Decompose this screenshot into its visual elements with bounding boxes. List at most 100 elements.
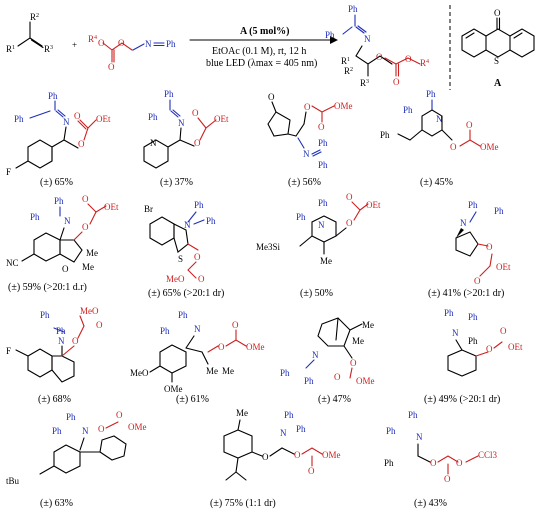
product-3: O O O OMe N Ph Ph (±) 56% — [267, 92, 353, 188]
ph-label: Ph — [148, 112, 158, 122]
r4-label: R4 — [88, 34, 97, 44]
r2-label: R2 — [344, 66, 353, 76]
plus-sign: + — [72, 40, 77, 50]
ester-o: O — [78, 139, 85, 149]
ph-label: Ph — [40, 310, 50, 320]
yield-label: (±) 50% — [300, 288, 333, 299]
fluoro-f: F — [6, 167, 11, 177]
carbonyl-o: O — [474, 276, 481, 286]
yield-label: (±) 43% — [414, 498, 447, 509]
ethoxy-label: OEt — [104, 202, 119, 212]
ester-o: O — [350, 358, 357, 368]
ester-o: O — [486, 242, 493, 252]
carbonyl-o: O — [444, 474, 451, 484]
r1-label: R1 — [341, 56, 350, 66]
r3-label: R3 — [44, 44, 53, 54]
imine-n: N — [184, 220, 191, 230]
product-6: Br Ph N Ph S O O MeO (±) 65% (>20:1 dr) — [144, 200, 224, 299]
carbonyl-o: O — [82, 194, 89, 204]
ring-o: O — [62, 264, 69, 274]
bridge-o: O — [118, 38, 125, 48]
carbonyl-o: O — [500, 326, 507, 336]
carbonyl-o: O — [494, 8, 501, 18]
substrate-alkene: R1 R2 R3 — [6, 12, 53, 54]
ester-o: O — [346, 218, 353, 228]
ether-o: O — [456, 458, 463, 468]
ph-label: Ph — [304, 376, 314, 386]
carbonyl-o: O — [192, 108, 199, 118]
ph-label: Ph — [178, 310, 188, 320]
imine-n: N — [312, 350, 319, 360]
methoxy-label: OMe — [128, 422, 147, 432]
ring-n: N — [436, 114, 443, 124]
methoxy-prefix: MeO — [166, 274, 185, 284]
yield-label: (±) 45% — [420, 177, 453, 188]
conditions-light: blue LED (λmax = 405 nm) — [206, 58, 317, 69]
imine-n: N — [82, 426, 89, 436]
ph-label: Ph — [318, 160, 328, 170]
ph-label: Ph — [408, 410, 418, 420]
carbonyl-o: O — [96, 320, 103, 330]
ph-label: Ph — [426, 89, 436, 99]
ph-label: Ph — [403, 105, 413, 115]
ph-label: Ph — [444, 308, 454, 318]
lactam-o: O — [268, 92, 275, 102]
tert-butyl-label: tBu — [6, 476, 20, 486]
ester-o: O — [218, 342, 225, 352]
catalyst-thioxanthone: O S A — [461, 8, 535, 89]
product-5: Ph Ph N NC O Me Me O O OEt (±) 59% (>20:… — [6, 194, 119, 293]
ph-label: Ph — [325, 30, 335, 40]
methyl-label: Me — [86, 248, 98, 258]
ph-label: Ph — [494, 206, 504, 216]
ester-o: O — [82, 222, 89, 232]
carbonyl-o: O — [393, 77, 400, 87]
sulfur-s: S — [494, 56, 499, 66]
ph-label: Ph — [48, 91, 58, 101]
ester-o: O — [304, 102, 311, 112]
yield-label: (±) 49% (>20:1 dr) — [424, 394, 500, 405]
ester-o: O — [72, 336, 79, 346]
ethoxy-label: OEt — [496, 262, 511, 272]
catalyst-letter: A — [494, 78, 502, 89]
oxime-n: N — [145, 39, 152, 49]
yield-label: (±) 63% — [40, 498, 73, 509]
oxime-carbonate-reagent: R4 O O O N Ph — [88, 34, 176, 72]
methoxy-prefix: MeO — [130, 368, 149, 378]
product-9: Ph Ph N F O MeO O (±) 68% — [6, 306, 103, 405]
ethoxy-label: OEt — [366, 200, 381, 210]
methoxy-label: OMe — [164, 384, 183, 394]
carbonyl-o: O — [116, 410, 123, 420]
methoxy-label: OMe — [334, 101, 353, 111]
ph-label: Ph — [164, 89, 174, 99]
ph-label: Ph — [14, 114, 24, 124]
ph-label: Ph — [30, 212, 40, 222]
thio-s: S — [178, 254, 183, 264]
methoxy-label: MeO — [80, 306, 99, 316]
carbonyl-o: O — [232, 320, 239, 330]
reaction-arrow: A (5 mol%) EtOAc (0.1 M), rt, 12 h blue … — [189, 26, 338, 69]
nitrile-label: NC — [6, 258, 19, 268]
methyl-label: Me — [352, 336, 364, 346]
yield-label: (±) 68% — [38, 394, 71, 405]
imine-n: N — [452, 328, 459, 338]
r3-label: R3 — [360, 78, 369, 88]
ph-label: Ph — [468, 312, 478, 322]
product-10: Ph Ph N MeO OMe Me Me O O OMe (±) 61% — [130, 310, 265, 405]
yield-label: (±) 37% — [160, 177, 193, 188]
ester-o: O — [450, 142, 457, 152]
ester-o: O — [98, 424, 105, 434]
product-15: Ph Ph N Ph O O O CCl3 (±) 43% — [384, 410, 498, 509]
carbonyl-o: O — [198, 274, 205, 284]
carbonyl-o: O — [318, 122, 325, 132]
ethoxy-label: OEt — [96, 114, 111, 124]
r1-label: R1 — [6, 44, 15, 54]
product-4: Ph Ph N Ph O O OMe (±) 45% — [380, 89, 499, 188]
carbonyl-o: O — [308, 466, 315, 476]
imine-n: N — [63, 117, 70, 127]
imine-n: N — [58, 336, 65, 346]
carbonyl-o: O — [346, 192, 353, 202]
ph-label: Ph — [166, 39, 176, 49]
ph-label: Ph — [468, 200, 478, 210]
trichloro-label: CCl3 — [478, 450, 498, 460]
